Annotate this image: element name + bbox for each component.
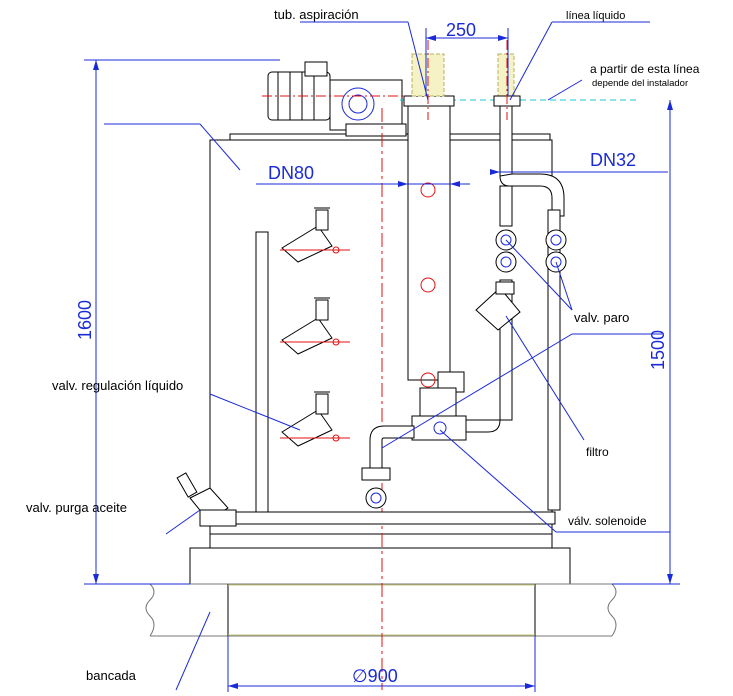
dn32-callout: DN32 <box>490 150 668 175</box>
liquid-line-pipe <box>457 40 565 511</box>
dim-1500-label: 1500 <box>648 330 668 370</box>
solenoid-valve-icon <box>411 371 467 441</box>
bottom-stop-valve-icon <box>361 425 415 509</box>
motor-icon <box>262 61 410 137</box>
dn80-callout: DN80 <box>256 163 470 187</box>
angle-valve-icon <box>280 207 350 263</box>
regulation-valves <box>280 207 350 447</box>
dim-900-label: ∅900 <box>352 666 398 686</box>
label-valv-paro: valv. paro <box>574 310 629 325</box>
dn80-label: DN80 <box>268 163 314 183</box>
dim-900: ∅900 <box>227 636 536 692</box>
left-header-pipe <box>219 231 556 525</box>
bancada-foundation <box>145 533 617 637</box>
dim-250-label: 250 <box>446 20 476 40</box>
dim-1500: 1500 <box>612 100 680 585</box>
label-linea-liquido: línea líquido <box>566 10 625 22</box>
label-instalador-1: a partir de esta línea <box>590 62 700 76</box>
label-valv-regulacion: valv. regulación líquido <box>52 378 183 393</box>
label-filtro: filtro <box>586 445 609 459</box>
label-instalador-2: depende del instalador <box>592 78 688 89</box>
label-bancada: bancada <box>86 668 137 683</box>
angle-valve-icon <box>280 297 350 355</box>
dim-250: 250 <box>425 20 509 96</box>
dim-1600: 1600 <box>75 59 280 585</box>
label-tub-aspiracion: tub. aspiración <box>274 7 359 22</box>
filter-icon <box>475 281 521 331</box>
angle-valve-icon <box>280 391 350 447</box>
purge-valve-icon <box>176 472 237 527</box>
leader-lines <box>104 21 670 691</box>
dn32-label: DN32 <box>590 150 636 170</box>
label-valv-solenoide: válv. solenoide <box>568 514 647 528</box>
dim-1600-label: 1600 <box>75 300 95 340</box>
label-valv-purga: valv. purga aceite <box>26 500 127 515</box>
suction-pipe <box>403 40 455 388</box>
